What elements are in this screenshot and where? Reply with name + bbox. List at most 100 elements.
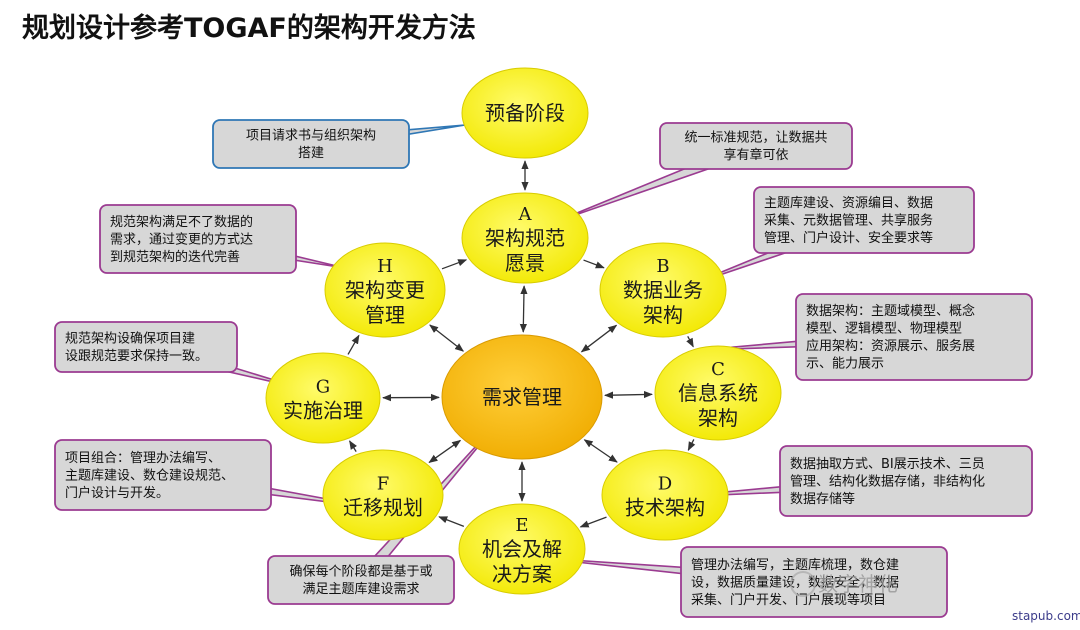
site-label: stapub.com xyxy=(1012,609,1080,623)
phase-label: 预备阶段 xyxy=(485,101,565,125)
callout-line: 采集、元数据管理、共享服务 xyxy=(764,212,933,228)
arrow-center-d xyxy=(583,439,618,463)
arrow-center-c xyxy=(604,390,653,399)
phase-ellipse xyxy=(461,67,589,159)
callout-line: 数据抽取方式、BI展示技术、三员 xyxy=(790,456,985,472)
watermark-icon xyxy=(790,571,816,597)
callout-line: 示、能力展示 xyxy=(806,357,884,372)
phase-ellipse xyxy=(324,242,446,338)
arrow-g-h xyxy=(347,334,360,355)
arrow-center-a xyxy=(519,285,528,333)
phase-ellipse xyxy=(654,345,782,441)
arrow-f-g xyxy=(349,440,357,452)
phase-letter: F xyxy=(377,474,390,495)
callout-line: 模型、逻辑模型、物理模型 xyxy=(806,322,962,337)
arrow-h-a xyxy=(441,259,468,270)
phase-label: 数据业务 xyxy=(623,278,703,302)
phase-ellipse xyxy=(265,352,381,444)
phase-letter: E xyxy=(515,515,528,536)
arrow-d-e xyxy=(579,516,607,528)
callout-c: 数据架构：主题域模型、概念模型、逻辑模型、物理模型应用架构：资源展示、服务展示、… xyxy=(795,293,1033,381)
arrow-a-b xyxy=(583,259,605,269)
callout-box xyxy=(753,186,975,254)
callout-box xyxy=(779,445,1033,517)
callout-line: 需求，通过变更的方式达 xyxy=(110,231,253,247)
callout-line: 到规范架构的迭代完善 xyxy=(110,249,240,265)
phase-ellipse xyxy=(601,449,729,541)
callout-line: 应用架构：资源展示、服务展 xyxy=(806,338,975,354)
phase-letter: D xyxy=(658,474,672,495)
callout-line: 数据架构：主题域模型、概念 xyxy=(806,303,975,319)
phase-label: 架构规范 xyxy=(485,226,565,250)
center-ellipse xyxy=(441,334,603,460)
callout-line: 门户设计与开发。 xyxy=(65,485,169,501)
phase-letter: B xyxy=(656,256,669,277)
callout-box xyxy=(659,122,853,170)
callout-box xyxy=(267,555,455,605)
watermark-text: 数字神化 xyxy=(818,572,898,596)
phase-ellipse xyxy=(461,192,589,284)
callout-line: 规范架构满足不了数据的 xyxy=(110,214,253,230)
arrows-layer xyxy=(347,160,696,528)
phase-node-prelim: 预备阶段 xyxy=(461,67,589,159)
phase-ellipse xyxy=(599,242,727,338)
phase-letter: C xyxy=(711,359,725,380)
callout-line: 管理、结构化数据存储，非结构化 xyxy=(790,474,985,489)
phase-label: 架构 xyxy=(698,406,738,430)
phase-label: 机会及解 xyxy=(482,537,562,561)
phase-label: 信息系统 xyxy=(678,381,758,405)
callout-line: 确保每个阶段都是基于或 xyxy=(289,564,432,580)
callout-f: 项目组合：管理办法编写、主题库建设、数仓建设规范、门户设计与开发。 xyxy=(54,439,272,511)
arrow-center-b xyxy=(580,324,618,353)
callout-line: 设跟规范要求保持一致。 xyxy=(65,349,208,364)
callout-line: 项目组合：管理办法编写、 xyxy=(65,451,221,466)
callout-line: 项目请求书与组织架构 xyxy=(246,129,376,144)
callout-line: 搭建 xyxy=(298,145,324,161)
callout-box xyxy=(54,439,272,511)
phase-label: 管理 xyxy=(365,303,405,327)
callout-box xyxy=(795,293,1033,381)
callout-line: 数据存储等 xyxy=(790,491,855,507)
callout-line: 享有章可依 xyxy=(723,147,788,163)
callout-box xyxy=(99,204,297,274)
phase-label: 迁移规划 xyxy=(343,496,423,520)
phase-label: 决方案 xyxy=(492,562,552,586)
phase-label: 愿景 xyxy=(505,251,545,275)
callout-line: 采集、门户开发、门户展现等项目 xyxy=(691,592,886,608)
phase-label: 架构 xyxy=(643,303,683,327)
phase-letter: A xyxy=(518,204,533,225)
phase-letter: H xyxy=(377,256,393,277)
center-label: 需求管理 xyxy=(482,385,562,409)
center-node: 需求管理 xyxy=(441,334,603,460)
callout-box xyxy=(54,321,238,373)
phase-letter: G xyxy=(316,377,330,398)
callout-line: 主题库建设、资源编目、数据 xyxy=(764,195,933,211)
arrow-c-d xyxy=(687,439,696,451)
page-title: 规划设计参考TOGAF的架构开发方法 xyxy=(22,13,476,44)
callout-box xyxy=(212,119,410,169)
phase-ellipse xyxy=(322,449,444,541)
callout-line: 满足主题库建设需求 xyxy=(302,581,419,597)
phase-label: 架构变更 xyxy=(345,278,425,302)
phase-ellipse xyxy=(458,503,586,595)
arrow-b-c xyxy=(686,336,694,348)
arrow-center-h xyxy=(429,324,465,352)
arrow-center-f xyxy=(428,439,462,463)
